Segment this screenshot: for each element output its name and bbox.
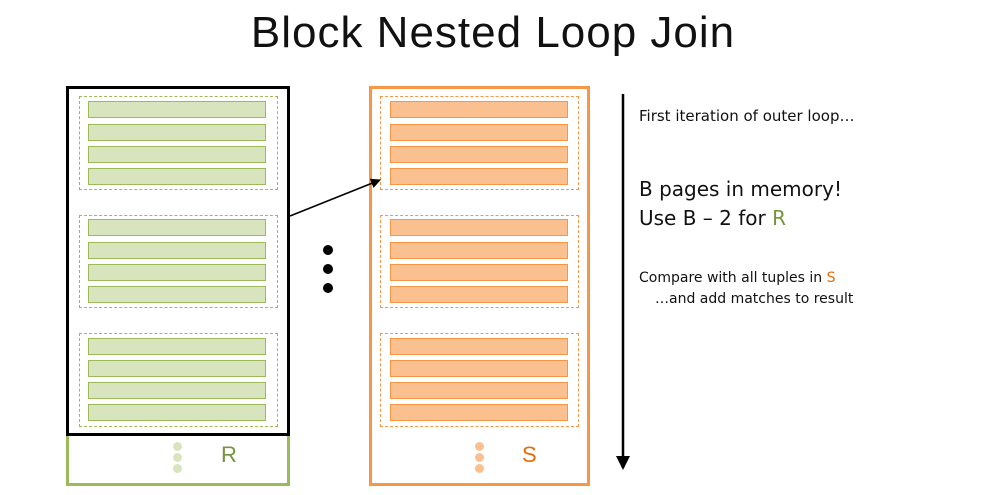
page-title: Block Nested Loop Join <box>250 8 736 57</box>
s-block-1 <box>380 96 579 190</box>
r-page <box>88 382 266 399</box>
r-page <box>88 146 266 163</box>
r-block-2 <box>79 215 278 308</box>
s-page <box>390 219 568 236</box>
s-ellipsis-dot <box>475 453 484 462</box>
r-page <box>88 404 266 421</box>
s-page <box>390 242 568 259</box>
r-page <box>88 338 266 355</box>
s-page <box>390 101 568 118</box>
s-ellipsis-dot <box>475 464 484 473</box>
relation-s-container <box>369 86 590 486</box>
s-page <box>390 146 568 163</box>
s-page <box>390 360 568 377</box>
ellipsis-dot <box>323 264 333 274</box>
compare-note-relation: S <box>826 270 836 286</box>
s-page <box>390 382 568 399</box>
r-ellipsis-dot <box>173 464 182 473</box>
s-block-2 <box>380 215 579 308</box>
memory-note-prefix: Use B – 2 for <box>639 206 773 230</box>
s-page <box>390 124 568 141</box>
memory-note-line2: Use B – 2 for R <box>639 206 786 230</box>
compare-note-line2: …and add matches to result <box>655 291 854 307</box>
r-page <box>88 286 266 303</box>
r-ellipsis-dot <box>173 453 182 462</box>
block-to-page-arrow <box>289 178 381 217</box>
r-page <box>88 101 266 118</box>
r-page <box>88 168 266 185</box>
relation-r-label: R <box>221 442 237 467</box>
s-page <box>390 264 568 281</box>
s-page <box>390 404 568 421</box>
compare-note-prefix: Compare with all tuples in <box>639 270 827 286</box>
s-page <box>390 168 568 185</box>
r-page <box>88 242 266 259</box>
s-ellipsis-dot <box>475 442 484 451</box>
ellipsis-dot <box>323 283 333 293</box>
r-block-1 <box>79 96 278 190</box>
s-page <box>390 286 568 303</box>
memory-note-relation: R <box>772 206 787 230</box>
r-page <box>88 264 266 281</box>
iteration-note: First iteration of outer loop… <box>639 107 855 125</box>
r-page <box>88 219 266 236</box>
s-block-3 <box>380 333 579 427</box>
r-page <box>88 124 266 141</box>
s-page <box>390 338 568 355</box>
r-ellipsis-dot <box>173 442 182 451</box>
r-block-3 <box>79 333 278 427</box>
r-page <box>88 360 266 377</box>
memory-note-line1: B pages in memory! <box>639 177 842 201</box>
relation-s-label: S <box>522 442 537 467</box>
compare-note-line1: Compare with all tuples in S <box>639 270 836 286</box>
memory-buffer-frame <box>66 86 290 436</box>
ellipsis-dot <box>323 245 333 255</box>
